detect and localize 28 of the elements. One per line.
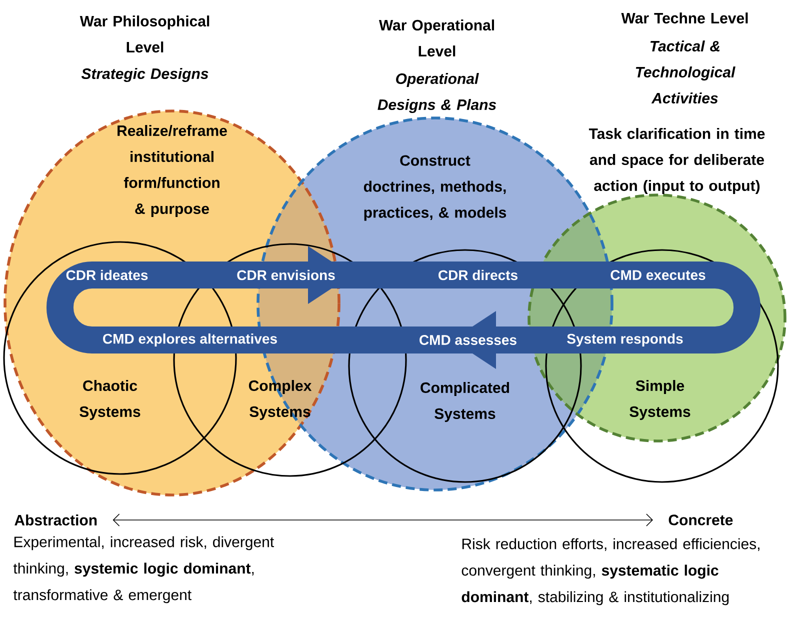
loop-label: CDR directs bbox=[438, 270, 518, 280]
double-arrow bbox=[112, 514, 653, 526]
system-label: Complex Systems bbox=[248, 380, 312, 420]
loop-label: CMD explores alternatives bbox=[103, 333, 277, 347]
system-circle bbox=[545, 249, 779, 483]
description-text: Realize/reframe institutional form/function & purpose bbox=[118, 125, 227, 217]
heading: Operational Designs & Plans bbox=[378, 73, 496, 113]
system-label: Chaotic Systems bbox=[80, 380, 140, 420]
heading: Tactical & Technological Activities bbox=[636, 40, 736, 104]
loop-label: System responds bbox=[567, 333, 683, 347]
heading: War Techne Level bbox=[621, 12, 748, 24]
loop-label: CDR envisions bbox=[237, 270, 335, 280]
dashed-circle bbox=[528, 194, 786, 442]
loop-label: CMD assesses bbox=[420, 335, 516, 345]
dashed-circle bbox=[4, 110, 340, 496]
heading: Strategic Designs bbox=[81, 68, 208, 82]
description-text: Task clarification in time and space for deliberate action (input to output) bbox=[588, 128, 765, 194]
system-label: Complicated Systems bbox=[420, 382, 510, 422]
loop-label: CMD executes bbox=[610, 270, 706, 280]
description-text: Risk reduction efforts, increased efficiencies, convergent thinking, systematic logic dominant, stabilizing & institutionalizing bbox=[462, 538, 760, 606]
heading: War Operational Level bbox=[378, 20, 494, 56]
description-text: Experimental, increased risk, divergent thinking, systemic logic dominant, transformative & emergent bbox=[13, 536, 274, 604]
scale-label: Concrete bbox=[668, 514, 733, 526]
heading: War Philosophical Level bbox=[80, 16, 210, 52]
description-text: Construct doctrines, methods, practices, & models bbox=[364, 155, 506, 221]
scale-label: Abstraction bbox=[14, 514, 97, 526]
loop-label: CDR ideates bbox=[66, 270, 148, 280]
system-label: Simple Systems bbox=[630, 380, 690, 420]
